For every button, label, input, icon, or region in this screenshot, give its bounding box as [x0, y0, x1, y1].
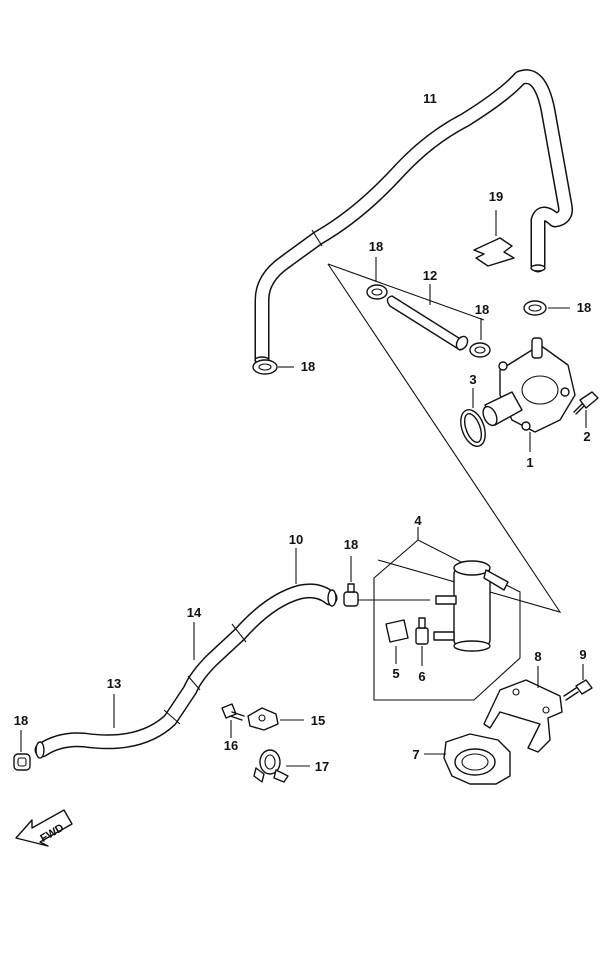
- bolt-9: [563, 664, 593, 701]
- callout-9: 9: [579, 647, 586, 662]
- callout-14: 14: [187, 605, 202, 620]
- clip-15: [247, 707, 304, 731]
- clamp-18-e: [343, 556, 359, 607]
- callout-10: 10: [289, 532, 303, 547]
- bracket-8: [483, 666, 563, 753]
- callout-13: 13: [107, 676, 121, 691]
- callout-18-f: 18: [14, 713, 28, 728]
- callout-19: 19: [489, 189, 503, 204]
- o-ring-3: [460, 388, 486, 447]
- clamp-18-f: [13, 730, 31, 771]
- joint-6: [415, 617, 429, 666]
- clamp-18-a: [366, 257, 388, 300]
- pipe-12: [386, 284, 469, 351]
- callout-7: 7: [412, 747, 419, 762]
- clamp-18-b: [469, 318, 491, 358]
- callout-18-b: 18: [475, 302, 489, 317]
- callout-2: 2: [583, 429, 590, 444]
- callout-3: 3: [469, 372, 476, 387]
- hose-13-14-10: [34, 548, 338, 759]
- detail-triangle: [327, 263, 562, 613]
- callout-12: 12: [423, 268, 437, 283]
- bolt-2: [573, 391, 599, 428]
- callout-11: 11: [423, 91, 437, 106]
- callout-17: 17: [315, 759, 329, 774]
- callout-labels: 11 19 18 12 18 18 18 3 2 1 4 10 18 14 8 …: [14, 91, 591, 774]
- callout-18-a: 18: [369, 239, 383, 254]
- fuel-pump-1: [482, 337, 576, 452]
- callout-18-d: 18: [301, 359, 315, 374]
- bolt-16: [221, 703, 245, 738]
- clamp-17: [253, 749, 310, 783]
- callout-1: 1: [526, 455, 533, 470]
- callout-4: 4: [414, 513, 422, 528]
- hose-11: [254, 69, 573, 368]
- callout-8: 8: [534, 649, 541, 664]
- callout-15: 15: [311, 713, 325, 728]
- callout-6: 6: [418, 669, 425, 684]
- clip-19: [473, 210, 515, 267]
- callout-16: 16: [224, 738, 238, 753]
- bracket-7: [424, 733, 511, 785]
- fuel-filter: [433, 560, 509, 652]
- clamp-18-d: [252, 359, 294, 375]
- sleeve-5: [385, 619, 409, 664]
- callout-5: 5: [392, 666, 399, 681]
- fwd-direction-arrow: FWD: [15, 809, 73, 847]
- callout-18-e: 18: [344, 537, 358, 552]
- clamp-18-c: [523, 300, 570, 316]
- callout-18-c: 18: [577, 300, 591, 315]
